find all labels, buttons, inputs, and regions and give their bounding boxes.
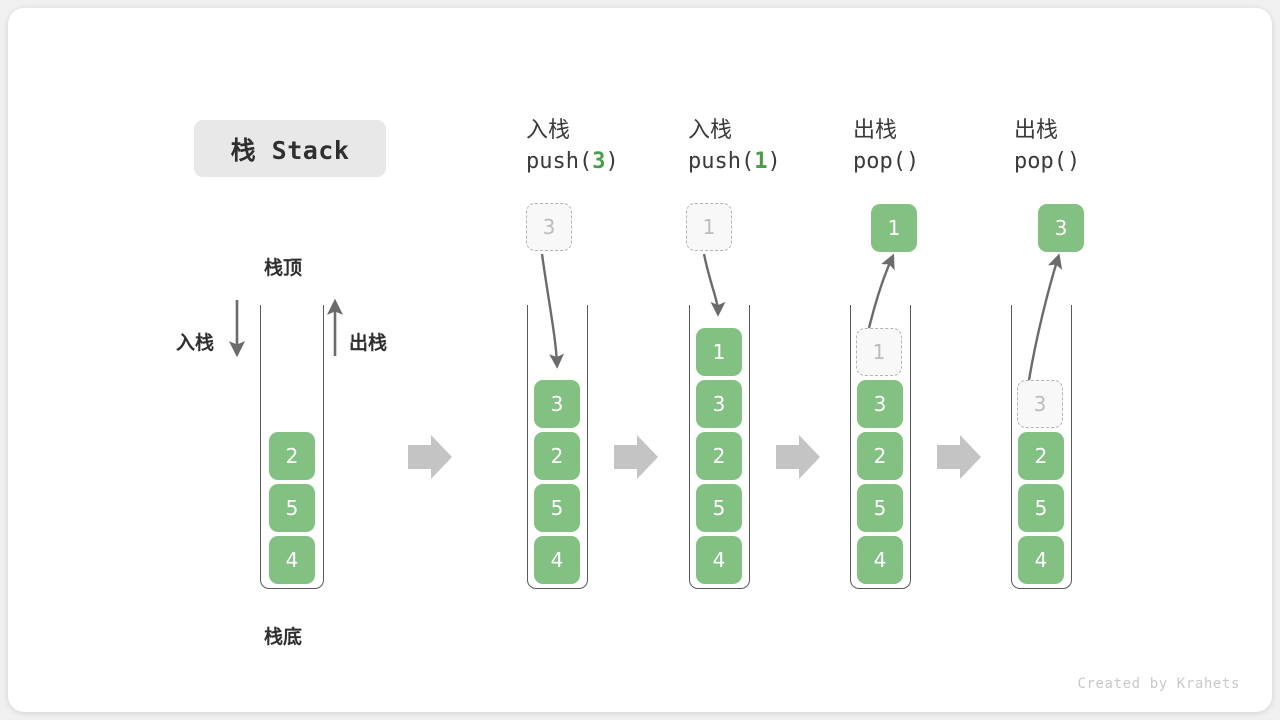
footer-credit: Created by Krahets bbox=[1077, 676, 1240, 692]
column-header-pop-1: 出栈 pop() bbox=[853, 116, 1013, 178]
step-arrow-1 bbox=[408, 435, 452, 479]
column-header-code-push-1: push(1) bbox=[688, 146, 848, 178]
arrow-overlay bbox=[228, 253, 1063, 479]
popped-cell: 3 bbox=[1038, 204, 1084, 252]
incoming-ghost-cell: 3 bbox=[526, 203, 572, 251]
column-header-push-3: 入栈 push(3) bbox=[526, 116, 686, 178]
column-header-code-pop-3: pop() bbox=[1014, 146, 1174, 178]
code-close: ) bbox=[905, 149, 920, 174]
push-arrow-1-icon bbox=[702, 253, 726, 317]
push-direction-label: 入栈 bbox=[176, 332, 215, 354]
code-op: push( bbox=[526, 149, 593, 174]
stack-cell: 3 bbox=[534, 380, 580, 428]
stack-cell: 5 bbox=[269, 484, 315, 532]
popped-cell: 1 bbox=[871, 204, 917, 252]
stack-cell: 4 bbox=[1018, 536, 1064, 584]
column-header-cn-pop-1: 出栈 bbox=[853, 118, 898, 143]
column-header-push-1: 入栈 push(1) bbox=[688, 116, 848, 178]
column-header-cn-push-1: 入栈 bbox=[688, 118, 733, 143]
removed-ghost-cell: 1 bbox=[856, 328, 902, 376]
stack-cell: 2 bbox=[269, 432, 315, 480]
step-arrow-3 bbox=[776, 435, 820, 479]
diagram-card: 栈 Stack 栈顶 栈底 入栈 出栈 入栈 push(3) 入栈 push(1… bbox=[8, 8, 1272, 712]
code-close: ) bbox=[767, 149, 781, 174]
incoming-ghost-cell: 1 bbox=[686, 203, 732, 251]
stack-cell: 5 bbox=[1018, 484, 1064, 532]
stack-cell: 3 bbox=[696, 380, 742, 428]
stack-cell: 5 bbox=[696, 484, 742, 532]
stack-cell: 5 bbox=[857, 484, 903, 532]
stack-container-initial bbox=[260, 305, 324, 589]
stack-container-push-3 bbox=[527, 305, 588, 589]
stack-cell: 2 bbox=[857, 432, 903, 480]
stack-cell: 2 bbox=[1018, 432, 1064, 480]
code-op: pop( bbox=[1014, 149, 1067, 174]
stack-cell: 4 bbox=[696, 536, 742, 584]
column-header-code-push-3: push(3) bbox=[526, 146, 686, 178]
column-header-cn-push-3: 入栈 bbox=[526, 118, 571, 143]
stack-container-pop-3 bbox=[1011, 305, 1072, 589]
column-header-code-pop-1: pop() bbox=[853, 146, 1013, 178]
removed-ghost-cell: 3 bbox=[1017, 380, 1063, 428]
stack-bottom-label: 栈底 bbox=[264, 626, 303, 648]
step-arrow-2 bbox=[614, 435, 658, 479]
stack-cell: 2 bbox=[696, 432, 742, 480]
code-close: ) bbox=[605, 149, 619, 174]
diagram-title-text: 栈 Stack bbox=[230, 135, 350, 165]
column-header-pop-3: 出栈 pop() bbox=[1014, 116, 1174, 178]
stack-cell: 5 bbox=[534, 484, 580, 532]
stack-cell: 4 bbox=[534, 536, 580, 584]
code-op: pop( bbox=[853, 149, 906, 174]
stack-cell: 3 bbox=[857, 380, 903, 428]
code-close: ) bbox=[1066, 149, 1081, 174]
code-op: push( bbox=[688, 149, 755, 174]
stack-cell: 1 bbox=[696, 328, 742, 376]
diagram-title-chip: 栈 Stack bbox=[194, 120, 386, 177]
stack-container-push-1 bbox=[689, 305, 750, 589]
stack-top-label: 栈顶 bbox=[264, 257, 303, 279]
stack-cell: 4 bbox=[269, 536, 315, 584]
stack-cell: 4 bbox=[857, 536, 903, 584]
code-arg: 1 bbox=[754, 149, 768, 174]
pop-direction-label: 出栈 bbox=[349, 332, 388, 354]
column-header-cn-pop-3: 出栈 bbox=[1014, 118, 1059, 143]
stack-container-pop-1 bbox=[850, 305, 911, 589]
code-arg: 3 bbox=[592, 149, 606, 174]
stack-cell: 2 bbox=[534, 432, 580, 480]
step-arrow-4 bbox=[937, 435, 981, 479]
